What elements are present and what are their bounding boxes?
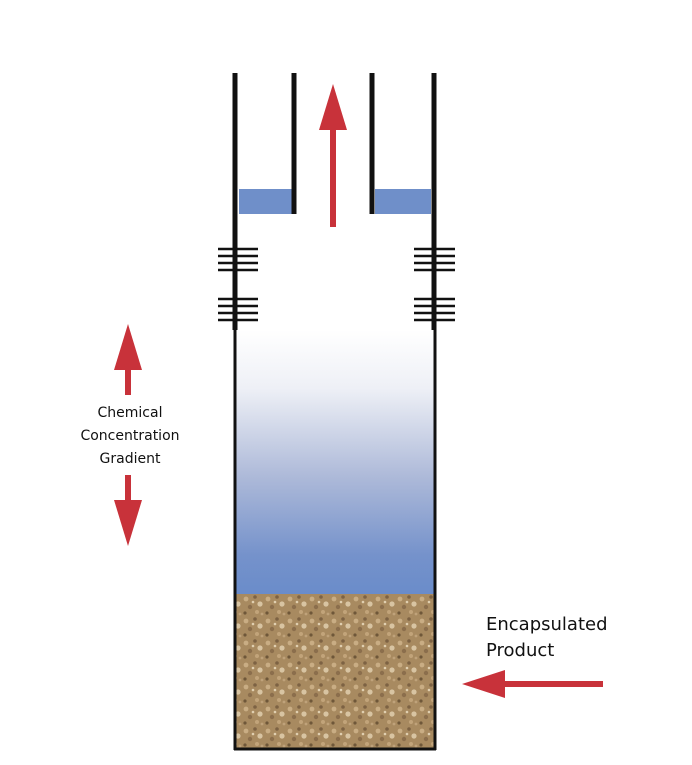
outflow-arrow-up bbox=[319, 84, 347, 227]
thread-right-upper bbox=[414, 247, 455, 272]
product-label-line-1: Encapsulated bbox=[486, 614, 608, 635]
encapsulated-product bbox=[235, 594, 435, 749]
gradient-arrow-up bbox=[114, 324, 142, 395]
gradient-label-line-2: Concentration bbox=[80, 428, 180, 444]
thread-right-lower bbox=[414, 297, 455, 322]
encapsulated-product-label: Encapsulated Product bbox=[486, 612, 608, 664]
gradient-arrow-down bbox=[114, 475, 142, 546]
product-label-line-2: Product bbox=[486, 640, 555, 661]
pipe-water-right bbox=[375, 189, 431, 214]
chemical-gradient-label: Chemical Concentration Gradient bbox=[60, 402, 200, 471]
thread-left-lower bbox=[218, 297, 258, 322]
product-arrow-left bbox=[462, 670, 603, 698]
gradient-label-line-3: Gradient bbox=[99, 451, 161, 467]
gradient-label-line-1: Chemical bbox=[97, 405, 163, 421]
thread-left-upper bbox=[218, 247, 258, 272]
liquid-gradient bbox=[235, 330, 435, 595]
pipe-water-left bbox=[239, 189, 292, 214]
